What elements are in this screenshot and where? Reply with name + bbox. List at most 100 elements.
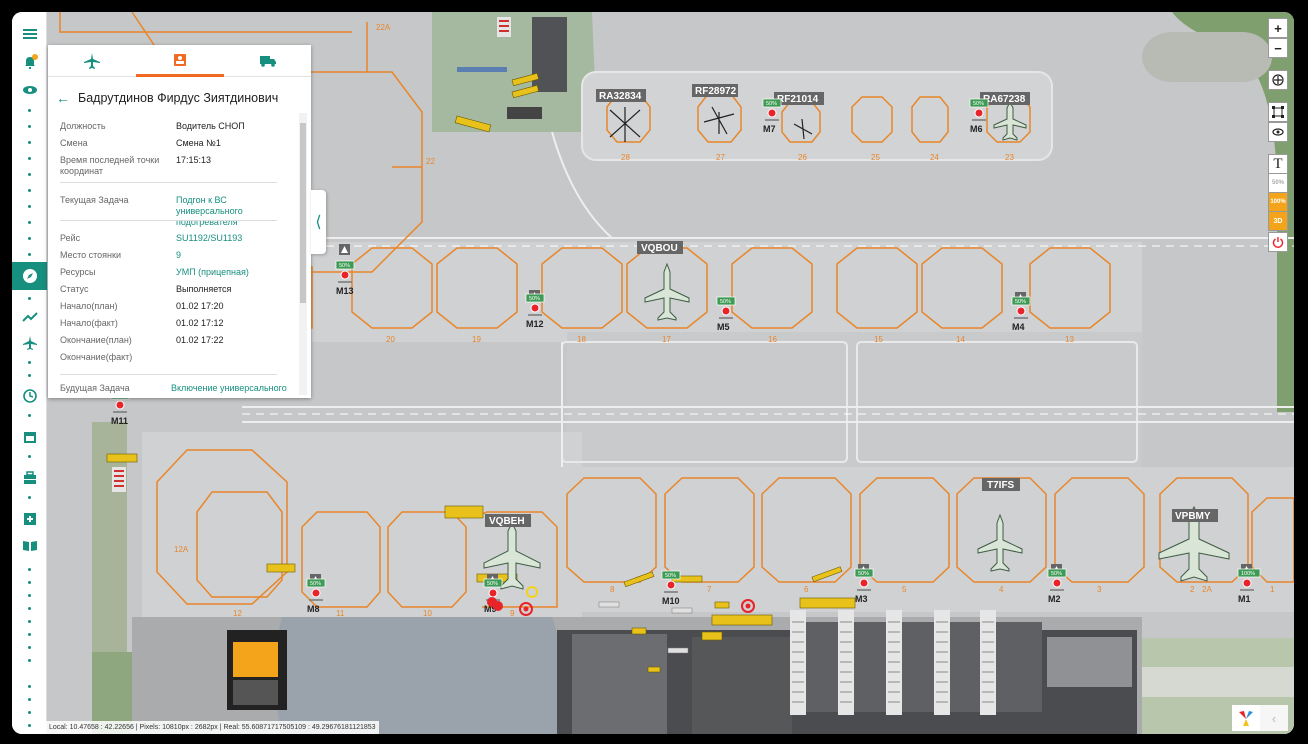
aircraft-label[interactable]: RA67238 [983, 94, 1026, 105]
stand-marker[interactable]: 50%M9 [483, 574, 503, 614]
stand-label: 7 [707, 585, 712, 594]
zoom-in-button[interactable]: + [1268, 18, 1288, 38]
plane-icon [22, 336, 37, 350]
target-button[interactable] [1268, 70, 1288, 90]
visibility-button[interactable] [12, 76, 47, 104]
stand-marker[interactable]: 50%M2 [1047, 564, 1067, 604]
stand-label: 2 [1190, 585, 1195, 594]
aircraft-label[interactable]: T7IFS [987, 480, 1015, 491]
percent-badge [335, 260, 355, 270]
aircraft-label[interactable]: VPBMY [1175, 511, 1211, 522]
stand-marker[interactable]: 50%M7 [762, 98, 782, 134]
back-arrow-icon[interactable]: ← [56, 90, 70, 106]
stand-label: 27 [716, 153, 725, 162]
aircraft-icons [483, 100, 1230, 590]
stand-marker[interactable]: 100%M1 [1237, 564, 1261, 604]
percent-badge [969, 98, 989, 108]
aircraft-label[interactable]: RA32834 [599, 91, 642, 102]
ground-vehicles [106, 72, 856, 673]
stand-label: 9 [510, 609, 515, 618]
analytics-button[interactable] [12, 303, 47, 331]
stand-label: 22 [426, 157, 435, 166]
percent-badge-text: 50% [665, 573, 676, 579]
menu-button[interactable] [12, 20, 47, 48]
stand-marker[interactable]: 50%M4 [1011, 292, 1031, 332]
stand-label: 6 [804, 585, 809, 594]
aircraft-label[interactable]: RF28972 [695, 86, 737, 97]
visibility-toggle[interactable] [1268, 122, 1288, 142]
info-key: Окончание(план) [60, 335, 132, 345]
stand-label: 12 [233, 609, 242, 618]
alert-markers[interactable] [487, 586, 755, 616]
info-key: Начало(факт) [60, 318, 118, 328]
3d-mode-button[interactable]: 3D [1268, 212, 1288, 231]
percent-badge [1011, 296, 1031, 306]
stand-marker[interactable]: 50%M3 [854, 564, 874, 604]
stand-label: 23 [1005, 153, 1014, 162]
percent-badge-text: 50% [766, 101, 777, 107]
collapse-logo-button[interactable]: ‹ [1260, 705, 1288, 731]
percent-badge-text: 50% [310, 581, 321, 587]
opacity-50-button[interactable]: 50% [1268, 174, 1288, 193]
marker-label: M1 [1238, 594, 1251, 604]
aircraft-label[interactable]: RF21014 [777, 94, 819, 105]
stand-marker[interactable]: 50%M8 [306, 574, 326, 614]
info-value: 01.02 17:12 [176, 318, 224, 328]
history-button[interactable] [12, 382, 47, 410]
navigation-button[interactable] [12, 262, 47, 290]
info-value[interactable]: УМП (прицепная) [176, 267, 249, 277]
tab-vehicle[interactable] [224, 45, 312, 77]
power-button[interactable] [1268, 232, 1288, 252]
docs-button[interactable] [12, 532, 47, 560]
app-frame: 28 27 26 25 24 23 20 19 18 17 16 15 14 1… [12, 12, 1294, 734]
info-value[interactable]: SU1192/SU1193 [176, 233, 243, 243]
location-pin-icon [666, 580, 676, 590]
panel-scrollbar[interactable] [299, 113, 307, 395]
notifications-button[interactable] [12, 48, 47, 76]
stand-marker[interactable]: 50%M5 [716, 296, 736, 332]
stand-label: 2A [1202, 585, 1212, 594]
info-value[interactable]: Включение универсального [171, 383, 287, 393]
aircraft-label[interactable]: VQBEH [489, 516, 525, 527]
text-tool-button[interactable]: T [1268, 154, 1288, 174]
marker-label: M6 [970, 124, 983, 134]
stand-marker[interactable]: 50%M10 [661, 570, 681, 606]
aircraft-label[interactable]: VQBOU [641, 243, 678, 254]
location-pin-icon [721, 306, 731, 316]
medical-button[interactable] [12, 505, 47, 533]
flights-button[interactable] [12, 329, 47, 357]
compass-icon [22, 269, 37, 283]
stand-marker[interactable]: 50%M12 [525, 290, 545, 329]
tab-driver[interactable] [136, 45, 224, 77]
location-pin-icon [530, 303, 540, 313]
tasks-button[interactable] [12, 464, 47, 492]
driver-name: Бадрутдинов Фирдус Зиятдинович [78, 91, 279, 105]
left-sidebar [12, 12, 47, 734]
divider [60, 220, 277, 221]
marker-label: M11 [111, 416, 128, 426]
calendar-button[interactable] [12, 423, 47, 451]
opacity-100-button[interactable]: 100% [1268, 193, 1288, 212]
airport-map[interactable]: 28 27 26 25 24 23 20 19 18 17 16 15 14 1… [12, 12, 1294, 734]
stand-label: 15 [874, 335, 883, 344]
tab-flight[interactable] [48, 45, 136, 77]
location-pin-icon [1016, 306, 1026, 316]
location-pin-icon [488, 588, 498, 598]
scrollbar-thumb[interactable] [300, 123, 306, 303]
stand-label: 8 [610, 585, 615, 594]
zoom-out-button[interactable]: − [1268, 38, 1288, 58]
info-value: Водитель СНОП [176, 121, 245, 131]
collapse-panel-button[interactable]: ⟨ [311, 190, 326, 254]
stand-marker[interactable]: 50%M13 [335, 244, 355, 296]
divider [60, 374, 277, 375]
info-value[interactable]: Подгон к ВС универсального подогревателя [176, 195, 243, 227]
chevron-left-icon: ⟨ [315, 214, 322, 231]
fit-view-button[interactable] [1268, 102, 1288, 122]
terminal-building [274, 617, 564, 734]
hamburger-icon [22, 29, 37, 39]
stand-label: 13 [1065, 335, 1074, 344]
stand-label: 26 [798, 153, 807, 162]
stand-marker[interactable]: 50%M6 [969, 98, 989, 134]
info-value[interactable]: 9 [176, 250, 182, 260]
info-key: Начало(план) [60, 301, 118, 311]
